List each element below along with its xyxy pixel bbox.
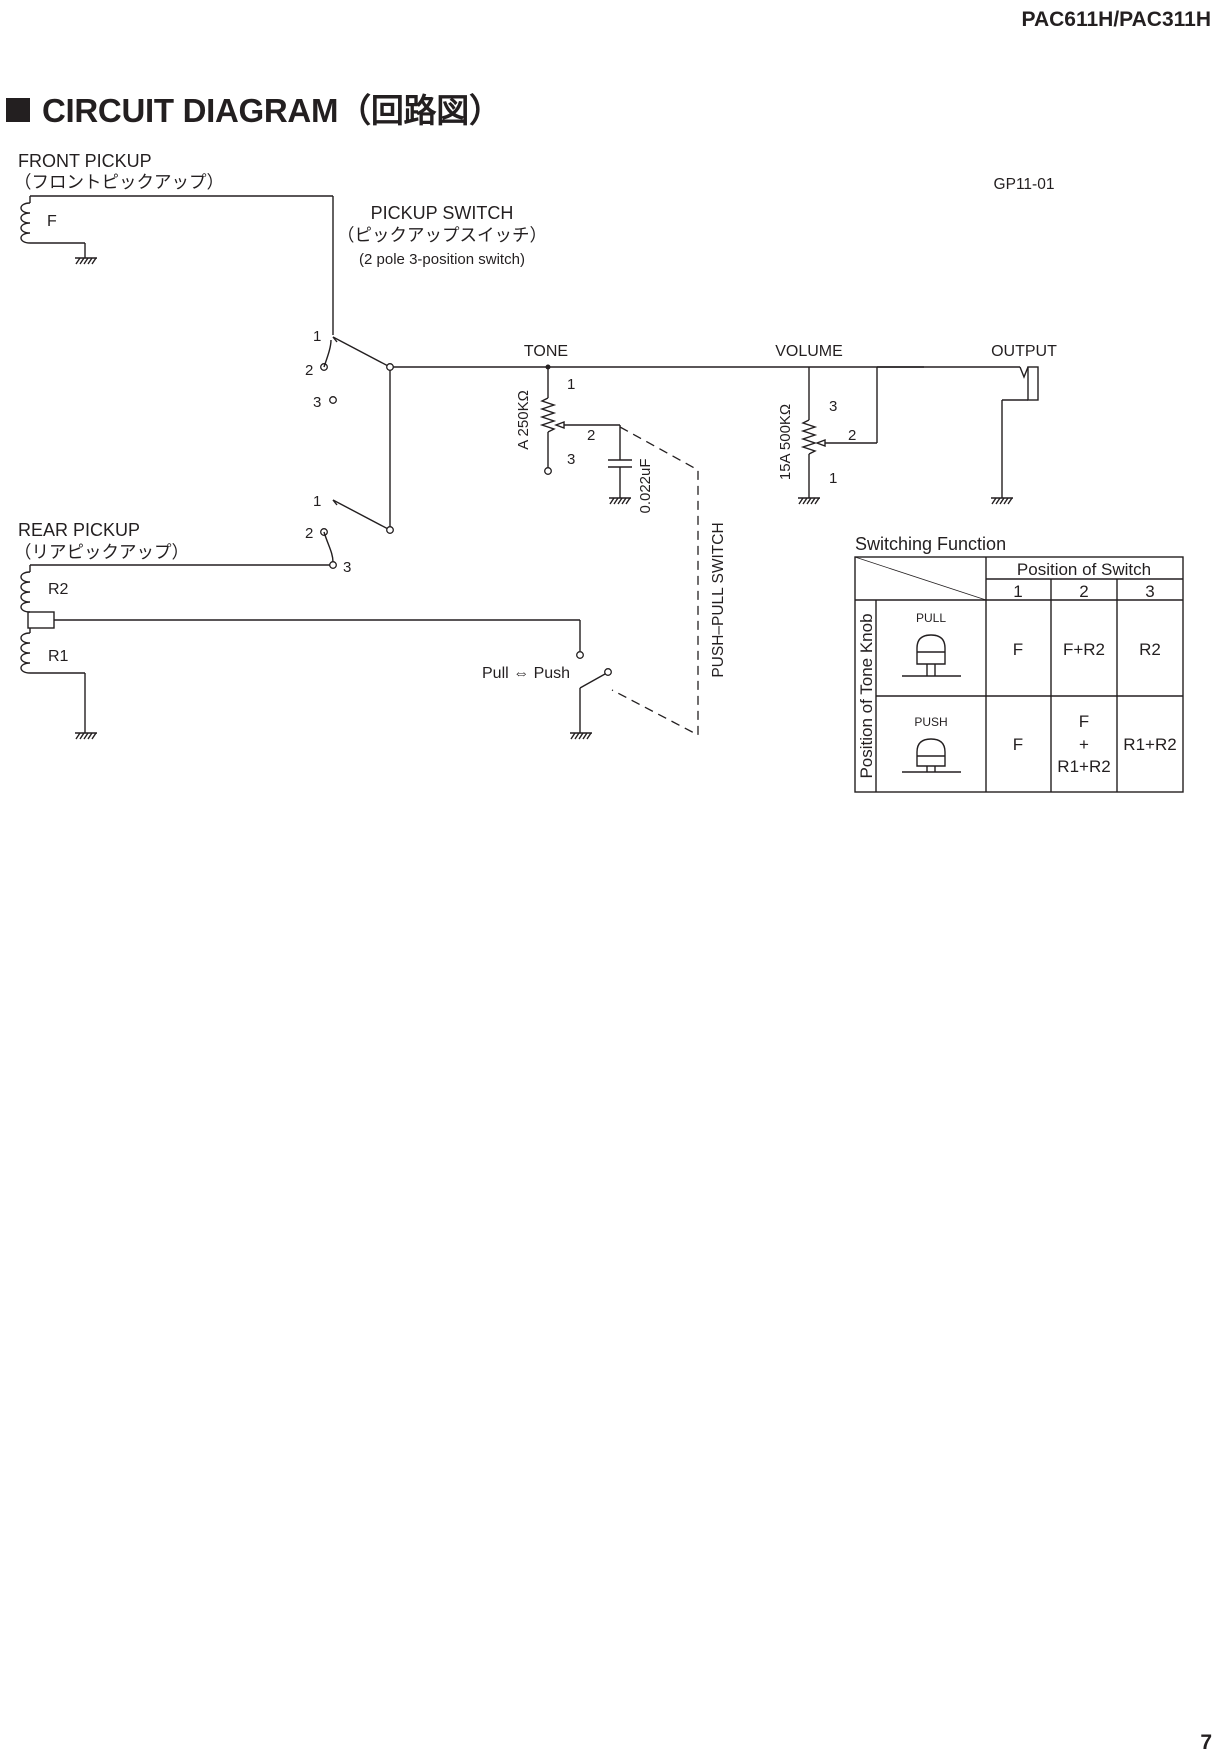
sw-pole1-contact-3 [329, 396, 337, 404]
push-pull-linkage [611, 426, 699, 737]
pickup-switch-pole1 [320, 336, 924, 530]
rear-coil-r1-label: R1 [48, 648, 69, 665]
tone-pot [539, 364, 632, 505]
sw-pole1-terminal-1: 1 [313, 328, 321, 345]
front-pickup-label: FRONT PICKUP [18, 151, 152, 171]
pickup-switch-desc: (2 pole 3-position switch) [359, 251, 525, 268]
square-bullet-icon [6, 98, 30, 122]
tone-ground-icon [609, 497, 631, 505]
pickup-switch-label: PICKUP SWITCH [371, 203, 514, 223]
knob-pulled-icon [902, 634, 961, 677]
col-header-position-of-switch: Position of Switch [1017, 560, 1151, 579]
sw-pole1-common [386, 363, 394, 371]
knob-push-label: PUSH [914, 715, 947, 729]
pull-pos1-value: F [1013, 640, 1023, 659]
push-pos2-value-line1: F [1079, 712, 1089, 731]
pull-push-label: Pull ⇔ Push [482, 665, 570, 682]
pickup-switch-pole2 [30, 499, 394, 569]
rear-pickup-coils [20, 565, 581, 733]
volume-ground-icon [798, 497, 820, 505]
pull-pos3-value: R2 [1139, 640, 1161, 659]
page-number: 7 [1200, 1731, 1212, 1754]
pickup-switch-label-jp: （ピックアップスイッチ） [337, 225, 547, 245]
volume-pot [798, 366, 1020, 505]
sw-pole2-common [386, 526, 394, 534]
rear-pickup-label: REAR PICKUP [18, 520, 140, 540]
volume-terminal-3: 3 [829, 398, 837, 415]
tone-terminal-3: 3 [567, 451, 575, 468]
sw-pole1-terminal-3: 3 [313, 394, 321, 411]
volume-label: VOLUME [775, 343, 843, 360]
volume-terminal-1: 1 [829, 470, 837, 487]
output-jack-icon [991, 366, 1039, 505]
output-label: OUTPUT [991, 343, 1057, 360]
model-number: PAC611H/PAC311H [1021, 8, 1211, 31]
tone-terminal-2: 2 [587, 427, 595, 444]
switching-table: Switching Function Position of Switch 1 … [854, 534, 1184, 793]
page-title: CIRCUIT DIAGRAM（回路図） [6, 84, 502, 132]
switching-table-title: Switching Function [855, 534, 1006, 554]
volume-pot-value: 15A 500KΩ [777, 404, 794, 480]
tone-terminal-1: 1 [567, 376, 575, 393]
front-pickup-label-jp: （フロントピックアップ） [14, 172, 224, 192]
pull-pos2-value: F+R2 [1063, 640, 1105, 659]
volume-terminal-2: 2 [848, 427, 856, 444]
rear-coil-r2-label: R2 [48, 581, 69, 598]
push-pos1-value: F [1013, 735, 1023, 754]
output-ground-icon [991, 497, 1013, 505]
pull-push-ground-icon [570, 732, 592, 740]
knob-pull-label: PULL [916, 611, 946, 625]
col-header-1: 1 [1013, 582, 1022, 601]
front-ground-icon [75, 257, 97, 265]
front-pickup-coil [20, 195, 334, 335]
sw-pole2-terminal-2: 2 [305, 525, 313, 542]
pull-push-contact [570, 651, 612, 740]
push-pos2-value-line2: + [1079, 735, 1089, 754]
rear-pickup-label-jp: （リアピックアップ） [14, 542, 189, 562]
push-pull-switch-label: PUSH–PULL SWITCH [710, 522, 727, 677]
col-header-2: 2 [1079, 582, 1088, 601]
tone-label: TONE [524, 343, 568, 360]
sw-pole2-contact-3 [329, 561, 337, 569]
title-text: CIRCUIT DIAGRAM（回路図） [42, 92, 502, 129]
tone-pot-value: A 250KΩ [515, 390, 532, 450]
push-pos3-value: R1+R2 [1123, 735, 1176, 754]
knob-pushed-icon [902, 738, 961, 773]
push-pos2-value-line3: R1+R2 [1057, 757, 1110, 776]
row-header-position-of-tone-knob: Position of Tone Knob [857, 613, 876, 778]
capacitor-value: 0.022uF [637, 458, 654, 513]
rear-ground-icon [75, 732, 97, 740]
diagram-code: GP11-01 [994, 176, 1055, 193]
col-header-3: 3 [1145, 582, 1154, 601]
sw-pole2-terminal-1: 1 [313, 493, 321, 510]
sw-pole2-terminal-3: 3 [343, 559, 351, 576]
front-coil-label: F [47, 213, 57, 230]
sw-pole1-terminal-2: 2 [305, 362, 313, 379]
